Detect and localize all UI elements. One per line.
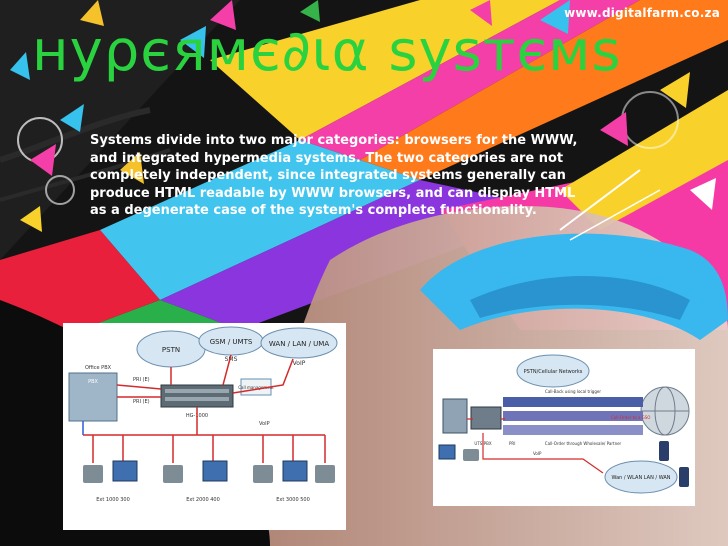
desk-phone-row [83, 460, 335, 483]
cloud-pstn: PSTN [136, 330, 206, 368]
cloud-label: WAN / LAN / UMA [269, 340, 329, 348]
call-back-bar [503, 397, 643, 407]
globe-icon [640, 386, 690, 436]
cloud-label: PSTN/Cellular Networks [524, 369, 583, 375]
device-label: Ext 1000 300 [96, 497, 130, 503]
pbx-label: PBX [88, 379, 98, 385]
call-order-label: Call-Order to a GSO [611, 415, 650, 420]
server-rack [442, 398, 468, 434]
mobile-phone [679, 467, 689, 487]
cloud-label: GSM / UMTS [210, 338, 253, 346]
sms-label: SMS [225, 356, 238, 363]
device-label: Ext 3000 500 [276, 497, 310, 503]
pri-label-a: PRI (E) [133, 377, 150, 383]
pri-label-b: PRI (E) [133, 399, 150, 405]
uts-pbx [470, 406, 502, 430]
wholesale-bar [503, 425, 643, 435]
cloud-label: Wan / WLAN LAN / WAN [611, 475, 670, 481]
voip-label: VoIP [293, 360, 306, 367]
watermark-url: www.digitalfarm.co.za [564, 6, 720, 20]
voip-label: VoIP [533, 451, 542, 456]
pri-label: PRI [509, 441, 515, 446]
cloud-wan-wlan: Wan / WLAN LAN / WAN [604, 460, 678, 494]
call-order-2-label: Call-Order through Wholesale/ Partner [545, 441, 622, 446]
desk-phone [463, 449, 479, 461]
mobile-phone [659, 441, 669, 461]
cloud-wan-lan-uma: WAN / LAN / UMA [260, 327, 338, 359]
slide-body-text: Systems divide into two major categories… [90, 133, 578, 219]
cloud-gsm-umts: GSM / UMTS [198, 326, 264, 356]
hg-switch [160, 384, 234, 408]
desktop-computer [438, 444, 456, 460]
cloud-pstn-cellular: PSTN/Cellular Networks [516, 354, 590, 388]
network-diagram-right: PSTN/Cellular Networks Wan / WLAN LAN / … [433, 349, 695, 506]
cloud-label: PSTN [162, 346, 180, 354]
voip-wire-label: VoIP [259, 421, 270, 427]
call-back-label: Call-Back using local trigger [545, 389, 601, 394]
device-label: Ext 2000 400 [186, 497, 220, 503]
slide-title: нуρєямє∂ια ѕуѕтємѕ [32, 19, 622, 84]
office-pbx-label: Office PBX [85, 365, 112, 371]
call-order-bar [503, 411, 643, 421]
butterfly-decoration [10, 0, 716, 232]
call-management-label: Call management [238, 385, 274, 390]
network-diagram-left: PSTN GSM / UMTS WAN / LAN / UMA SMS VoIP… [63, 323, 346, 530]
